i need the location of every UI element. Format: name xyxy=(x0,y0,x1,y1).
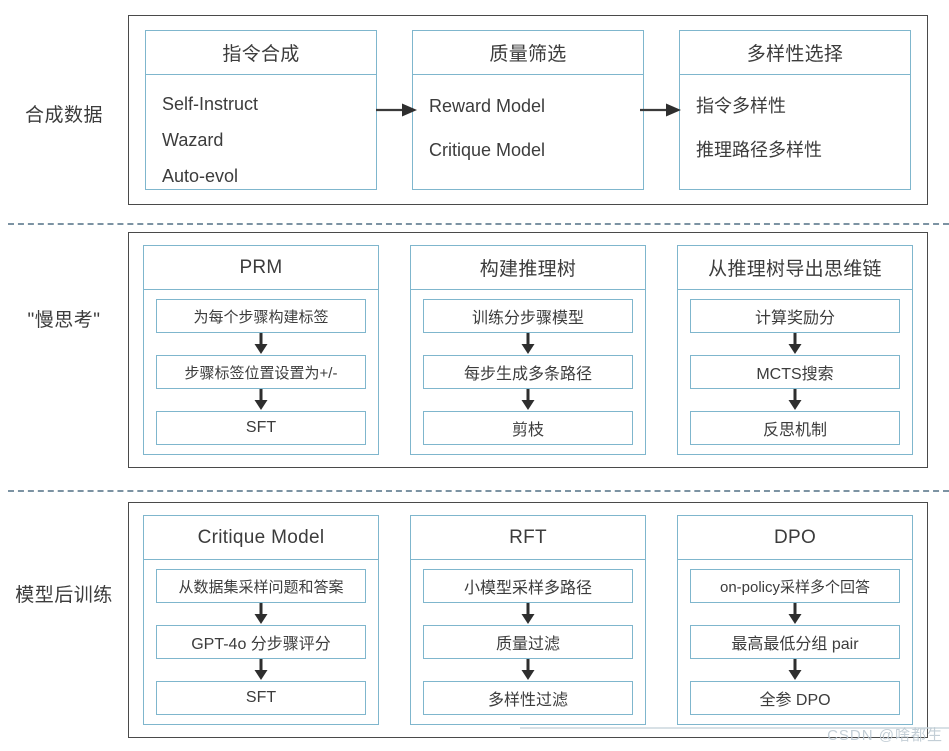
step-box[interactable]: 训练分步骤模型 xyxy=(423,299,633,333)
card-title: 从推理树导出思维链 xyxy=(678,246,912,290)
step-box[interactable]: 多样性过滤 xyxy=(423,681,633,715)
arrow-down-icon xyxy=(690,333,900,355)
step-box[interactable]: MCTS搜索 xyxy=(690,355,900,389)
arrow-down-icon xyxy=(156,389,366,411)
card-body: Self-Instruct Wazard Auto-evol xyxy=(146,75,376,206)
card-body: 训练分步骤模型 每步生成多条路径 剪枝 xyxy=(411,290,645,456)
section-divider-2 xyxy=(8,490,949,492)
card-instruction-synthesis[interactable]: 指令合成 Self-Instruct Wazard Auto-evol xyxy=(145,30,377,190)
arrow-down-icon xyxy=(423,603,633,625)
watermark-text: CSDN @啥都生 xyxy=(827,727,943,744)
card-prm[interactable]: PRM 为每个步骤构建标签 步骤标签位置设置为+/- xyxy=(143,245,379,455)
card-body: 为每个步骤构建标签 步骤标签位置设置为+/- S xyxy=(144,290,378,456)
step-box[interactable]: 每步生成多条路径 xyxy=(423,355,633,389)
step-box[interactable]: 计算奖励分 xyxy=(690,299,900,333)
card-derive-cot[interactable]: 从推理树导出思维链 计算奖励分 MCTS搜索 xyxy=(677,245,913,455)
card-title: RFT xyxy=(411,516,645,560)
arrow-down-icon xyxy=(156,603,366,625)
card-body: 小模型采样多路径 质量过滤 多样性过滤 xyxy=(411,560,645,726)
arrow-down-icon xyxy=(690,659,900,681)
step-box[interactable]: 剪枝 xyxy=(423,411,633,445)
step-box[interactable]: 步骤标签位置设置为+/- xyxy=(156,355,366,389)
watermark-rule xyxy=(520,727,949,729)
section-label-post-training: 模型后训练 xyxy=(15,585,113,606)
section-1-columns: 指令合成 Self-Instruct Wazard Auto-evol 质量筛选… xyxy=(129,16,927,204)
list-item: Auto-evol xyxy=(162,166,239,187)
step-box[interactable]: SFT xyxy=(156,681,366,715)
arrow-down-icon xyxy=(690,603,900,625)
list-item: Reward Model xyxy=(429,95,546,116)
card-body: on-policy采样多个回答 最高最低分组 pair xyxy=(678,560,912,726)
card-diversity-selection[interactable]: 多样性选择 指令多样性 推理路径多样性 xyxy=(679,30,911,190)
section-panel-synthetic-data: 指令合成 Self-Instruct Wazard Auto-evol 质量筛选… xyxy=(128,15,928,205)
step-box[interactable]: on-policy采样多个回答 xyxy=(690,569,900,603)
step-box[interactable]: 从数据集采样问题和答案 xyxy=(156,569,366,603)
list-item: Critique Model xyxy=(429,139,546,160)
arrow-down-icon xyxy=(423,389,633,411)
arrow-down-icon xyxy=(690,389,900,411)
card-body: Reward Model Critique Model xyxy=(413,75,643,189)
arrow-down-icon xyxy=(423,333,633,355)
card-title: 指令合成 xyxy=(146,31,376,75)
card-title: Critique Model xyxy=(144,516,378,560)
card-body: 从数据集采样问题和答案 GPT-4o 分步骤评分 xyxy=(144,560,378,726)
step-box[interactable]: SFT xyxy=(156,411,366,445)
section-panel-slow-thinking: PRM 为每个步骤构建标签 步骤标签位置设置为+/- xyxy=(128,232,928,468)
step-box[interactable]: 最高最低分组 pair xyxy=(690,625,900,659)
step-box[interactable]: GPT-4o 分步骤评分 xyxy=(156,625,366,659)
card-critique-model[interactable]: Critique Model 从数据集采样问题和答案 GPT-4o 分步骤评分 xyxy=(143,515,379,725)
card-title: 质量筛选 xyxy=(413,31,643,75)
card-quality-filter[interactable]: 质量筛选 Reward Model Critique Model xyxy=(412,30,644,190)
list-item: 指令多样性 xyxy=(696,95,786,116)
arrow-down-icon xyxy=(156,333,366,355)
card-title: DPO xyxy=(678,516,912,560)
card-body: 计算奖励分 MCTS搜索 反思机制 xyxy=(678,290,912,456)
step-box[interactable]: 质量过滤 xyxy=(423,625,633,659)
step-box[interactable]: 小模型采样多路径 xyxy=(423,569,633,603)
step-box[interactable]: 为每个步骤构建标签 xyxy=(156,299,366,333)
card-title: PRM xyxy=(144,246,378,290)
arrow-down-icon xyxy=(423,659,633,681)
step-box[interactable]: 反思机制 xyxy=(690,411,900,445)
list-item: Self-Instruct xyxy=(162,94,259,114)
section-3-columns: Critique Model 从数据集采样问题和答案 GPT-4o 分步骤评分 xyxy=(129,503,927,737)
card-dpo[interactable]: DPO on-policy采样多个回答 最高最低分组 pair xyxy=(677,515,913,725)
section-panel-post-training: Critique Model 从数据集采样问题和答案 GPT-4o 分步骤评分 xyxy=(128,502,928,738)
section-label-synthetic-data: 合成数据 xyxy=(24,105,103,126)
card-title: 构建推理树 xyxy=(411,246,645,290)
card-title: 多样性选择 xyxy=(680,31,910,75)
list-item: 推理路径多样性 xyxy=(696,139,822,160)
list-item: Wazard xyxy=(162,130,224,151)
card-body: 指令多样性 推理路径多样性 xyxy=(680,75,910,189)
card-rft[interactable]: RFT 小模型采样多路径 质量过滤 xyxy=(410,515,646,725)
card-build-reasoning-tree[interactable]: 构建推理树 训练分步骤模型 每步生成多条路径 xyxy=(410,245,646,455)
step-box[interactable]: 全参 DPO xyxy=(690,681,900,715)
section-label-slow-thinking: "慢思考" xyxy=(27,310,101,331)
arrow-down-icon xyxy=(156,659,366,681)
section-2-columns: PRM 为每个步骤构建标签 步骤标签位置设置为+/- xyxy=(129,233,927,467)
section-divider-1 xyxy=(8,223,949,225)
